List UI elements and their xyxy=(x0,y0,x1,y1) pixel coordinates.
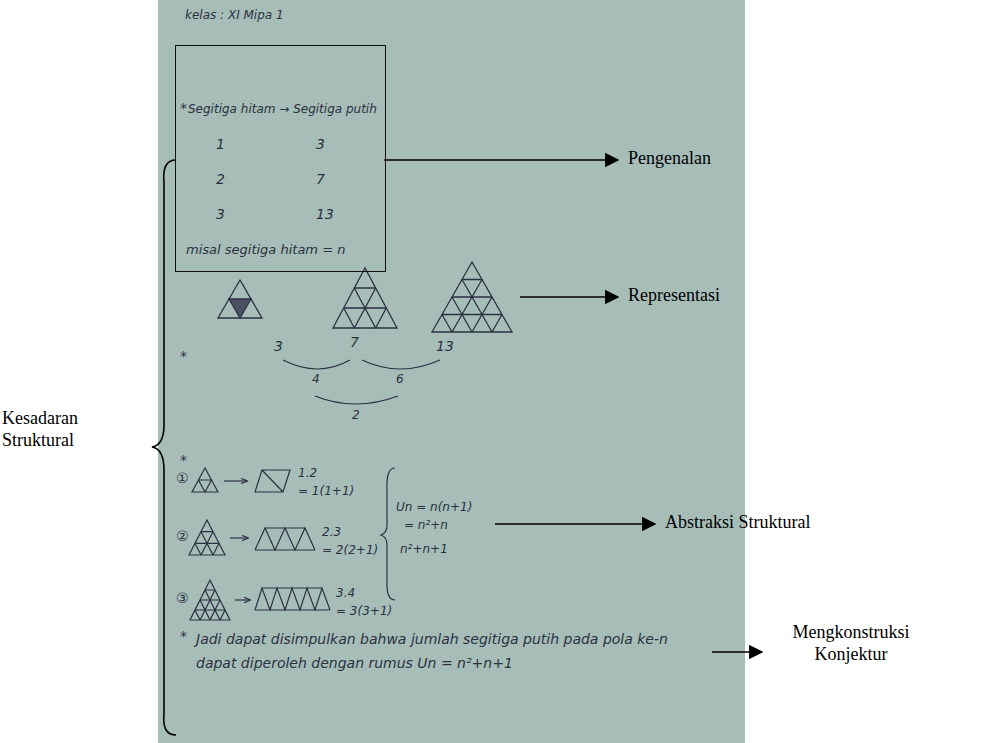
general-formula: n²+n+1 xyxy=(400,542,448,557)
count: 7 xyxy=(350,334,359,352)
stage-label: Representasi xyxy=(628,285,720,307)
handwritten-text: 13 xyxy=(316,206,334,224)
factor-form: = 1(1+1) xyxy=(298,484,354,499)
handwritten-text: Segitiga hitam → Segitiga putih xyxy=(188,102,377,117)
difference: 4 xyxy=(312,372,320,387)
difference: 6 xyxy=(396,372,404,387)
handwritten-text: 3 xyxy=(316,136,325,154)
bullet: * xyxy=(180,100,187,118)
product: 1.2 xyxy=(298,466,317,481)
handwritten-text: 1 xyxy=(216,136,225,154)
paper xyxy=(158,0,745,743)
stage-label: Mengkonstruksi Konjektur xyxy=(766,622,936,665)
factor-form: = 3(3+1) xyxy=(336,604,392,619)
factor-form: = 2(2+1) xyxy=(322,543,378,558)
general-formula: Un = n(n+1) xyxy=(396,500,472,515)
step-number: ② xyxy=(176,528,189,546)
bullet: * xyxy=(180,628,187,646)
structure-sketches xyxy=(189,468,395,620)
difference: 2 xyxy=(352,408,360,423)
difference-arcs xyxy=(283,360,440,404)
count: 3 xyxy=(274,338,283,356)
stage-label: Pengenalan xyxy=(628,148,711,170)
bullet: * xyxy=(180,452,187,470)
table-box: Segitiga hitam → Segitiga putih1327313mi… xyxy=(175,45,386,272)
handwritten-text: 3 xyxy=(216,206,225,224)
bullet: * xyxy=(180,348,187,366)
triangle-patterns xyxy=(218,262,512,332)
curly-brace xyxy=(152,160,176,735)
handwritten-text: 7 xyxy=(316,171,325,189)
conclusion-text: Jadi dapat disimpulkan bahwa jumlah segi… xyxy=(196,628,706,676)
stage-label: Abstraksi Struktural xyxy=(665,512,811,534)
handwritten-text: 2 xyxy=(216,171,225,189)
general-formula: = n²+n xyxy=(404,518,448,533)
count: 13 xyxy=(436,338,454,356)
leader-arrows xyxy=(384,160,762,652)
product: 3.4 xyxy=(336,586,355,601)
product: 2.3 xyxy=(322,525,341,540)
category-label: Kesadaran Struktural xyxy=(2,408,84,451)
handwritten-text: misal segitiga hitam = n xyxy=(186,242,345,258)
class-heading: kelas : XI Mipa 1 xyxy=(185,8,284,23)
step-number: ③ xyxy=(176,590,189,608)
step-number: ① xyxy=(176,470,189,488)
